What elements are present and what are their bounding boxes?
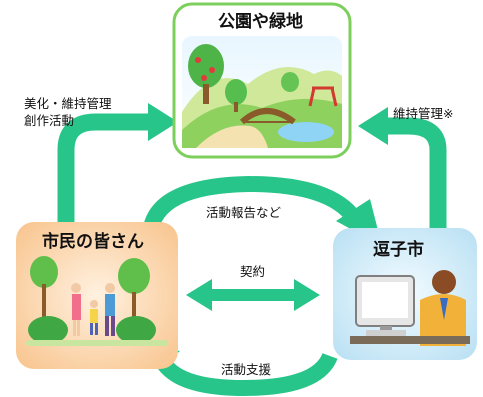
citizens-illustration xyxy=(26,256,168,346)
city-to-park-label: 維持管理※ xyxy=(393,106,454,121)
park-title: 公園や緑地 xyxy=(218,12,303,32)
park-illustration xyxy=(182,36,342,148)
city-illustration xyxy=(350,270,470,346)
node-city xyxy=(333,228,477,360)
arrow-city-to-park xyxy=(358,107,447,228)
report-label: 活動報告など xyxy=(206,205,282,220)
contract-label: 契約 xyxy=(240,264,266,279)
citizens-title: 市民の皆さん xyxy=(42,232,144,252)
support-label: 活動支援 xyxy=(221,362,272,377)
arrow-citizens-to-park xyxy=(57,103,178,222)
arrow-contract xyxy=(186,279,320,311)
node-park xyxy=(172,2,352,159)
citizens-to-park-label-2: 創作活動 xyxy=(24,113,75,128)
city-title: 逗子市 xyxy=(373,240,424,260)
citizens-to-park-label-1: 美化・維持管理 xyxy=(24,96,112,111)
node-citizens xyxy=(16,222,178,369)
